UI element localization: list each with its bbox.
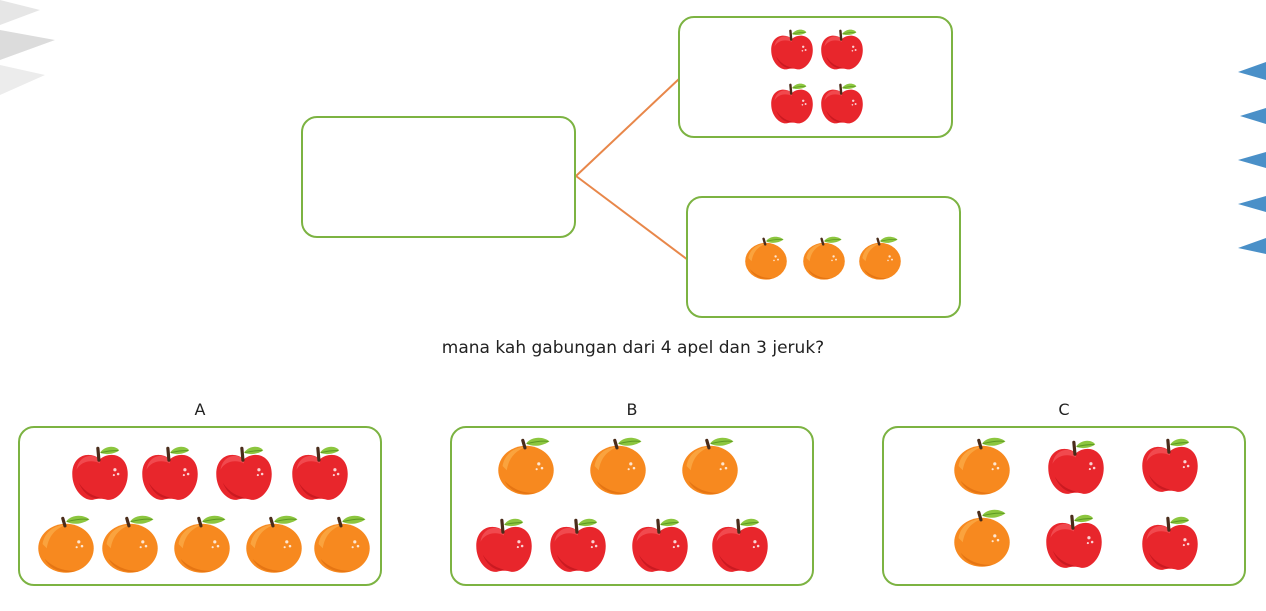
orange-icon <box>950 434 1014 498</box>
option-a-label: A <box>194 400 206 419</box>
orange-icon <box>494 434 558 498</box>
sum-answer-box[interactable] <box>301 116 576 238</box>
apple-icon <box>1042 510 1106 574</box>
apple-icon <box>212 442 276 506</box>
apple-icon <box>288 442 352 506</box>
option-b-box[interactable] <box>450 426 814 586</box>
apple-icon <box>1138 512 1202 576</box>
oranges-box <box>686 196 961 318</box>
option-a-box[interactable] <box>18 426 382 586</box>
orange-icon <box>856 234 904 282</box>
apple-icon <box>68 442 132 506</box>
question-text: mana kah gabungan dari 4 apel dan 3 jeru… <box>441 338 825 358</box>
orange-icon <box>742 234 790 282</box>
orange-icon <box>678 434 742 498</box>
orange-icon <box>242 512 306 576</box>
orange-icon <box>586 434 650 498</box>
option-b-label: B <box>626 400 638 419</box>
orange-icon <box>950 506 1014 570</box>
orange-icon <box>98 512 162 576</box>
apples-box <box>678 16 953 138</box>
apple-icon <box>472 514 536 578</box>
option-c-box[interactable] <box>882 426 1246 586</box>
orange-icon <box>170 512 234 576</box>
apple-icon <box>818 80 866 128</box>
orange-icon <box>34 512 98 576</box>
apple-icon <box>628 514 692 578</box>
apple-icon <box>1044 436 1108 500</box>
orange-icon <box>310 512 374 576</box>
apple-icon <box>818 26 866 74</box>
apple-icon <box>768 80 816 128</box>
apple-icon <box>708 514 772 578</box>
apple-icon <box>768 26 816 74</box>
left-swoosh-decoration <box>0 0 55 95</box>
orange-icon <box>800 234 848 282</box>
apple-icon <box>1138 434 1202 498</box>
right-arrow-decoration <box>1238 62 1266 254</box>
apple-icon <box>546 514 610 578</box>
option-c-label: C <box>1058 400 1070 419</box>
apple-icon <box>138 442 202 506</box>
connector-lines <box>575 77 689 261</box>
